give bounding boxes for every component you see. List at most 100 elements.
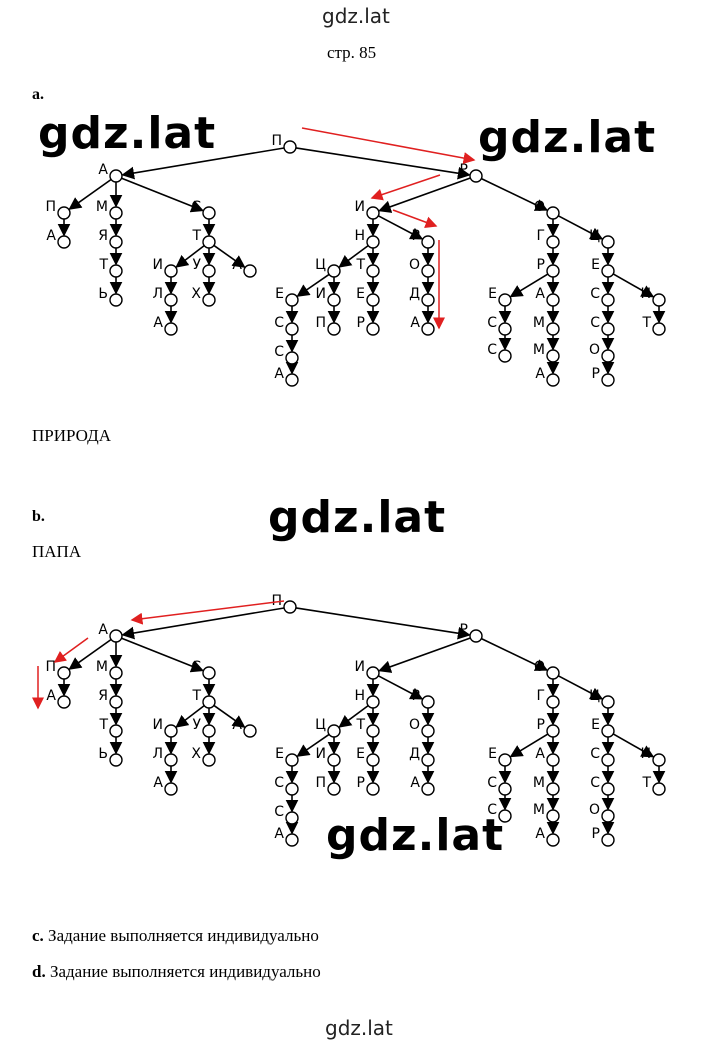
- tree-node: [366, 264, 380, 278]
- red-path-arrow: [301, 127, 476, 164]
- tree-edge: [557, 675, 604, 700]
- red-path-arrow: [130, 600, 285, 625]
- tree-node: [498, 322, 512, 336]
- tree-node: [469, 629, 483, 643]
- tree-node-letter: С: [487, 342, 497, 358]
- site-header[interactable]: gdz.lat: [322, 4, 390, 28]
- tree-node: [601, 833, 615, 847]
- tree-edge: [338, 244, 369, 268]
- tree-node: [421, 235, 435, 249]
- tree-node-letter: И: [153, 257, 163, 273]
- tree-node-letter: П: [45, 659, 56, 675]
- tree-node-letter: Р: [537, 257, 545, 273]
- tree-node: [421, 695, 435, 709]
- tree-node-letter: Р: [460, 162, 468, 178]
- section-a-answer: ПРИРОДА: [32, 426, 111, 445]
- tree-node: [652, 322, 666, 336]
- tree-node-letter: Р: [592, 366, 600, 382]
- tree-edge: [378, 177, 471, 213]
- tree-edge: [296, 273, 330, 297]
- tree-node-letter: О: [589, 342, 600, 358]
- tree-node-letter: О: [409, 257, 420, 273]
- tree-node: [546, 695, 560, 709]
- tree-node-letter: А: [410, 775, 420, 791]
- tree-node-letter: Н: [640, 286, 651, 302]
- tree-node-letter: С: [274, 775, 284, 791]
- tree-node-letter: М: [533, 802, 545, 818]
- tree-node-letter: Ц: [589, 688, 600, 704]
- tree-node-letter: С: [487, 315, 497, 331]
- section-b-label: b.: [32, 508, 45, 525]
- red-path-arrow: [53, 637, 89, 663]
- tree-node-letter: Е: [275, 286, 284, 302]
- site-footer[interactable]: gdz.lat: [325, 1016, 393, 1040]
- tree-node: [366, 666, 380, 680]
- tree-node-letter: А: [98, 162, 108, 178]
- tree-node: [366, 724, 380, 738]
- tree-node: [109, 753, 123, 767]
- tree-node: [285, 833, 299, 847]
- tree-node: [546, 206, 560, 220]
- watermark: gdz.lat: [478, 112, 657, 163]
- tree-node-letter: А: [410, 315, 420, 331]
- tree-edge: [378, 637, 471, 673]
- section-d-label: d.: [32, 962, 46, 981]
- tree-node-letter: А: [535, 746, 545, 762]
- tree-node: [601, 373, 615, 387]
- watermark: gdz.lat: [326, 810, 505, 861]
- tree-edge: [68, 638, 112, 670]
- tree-node-letter: Ь: [98, 746, 108, 762]
- tree-node-letter: Е: [488, 286, 497, 302]
- tree-node-letter: С: [191, 199, 201, 215]
- section-a-label: a.: [32, 86, 44, 103]
- tree-node-letter: И: [153, 717, 163, 733]
- tree-node-letter: А: [232, 717, 242, 733]
- tree-node: [366, 322, 380, 336]
- tree-node: [202, 235, 216, 249]
- section-c-text: Задание выполняется индивидуально: [48, 926, 319, 945]
- tree-node-letter: Х: [191, 286, 201, 302]
- tree-node-letter: А: [98, 622, 108, 638]
- tree-node: [164, 753, 178, 767]
- tree-node: [327, 782, 341, 796]
- tree-node-letter: С: [590, 775, 600, 791]
- tree-node: [243, 264, 257, 278]
- tree-edge: [213, 244, 246, 268]
- tree-node: [601, 695, 615, 709]
- tree-node-letter: Н: [354, 688, 365, 704]
- section-c: c. Задание выполняется индивидуально: [32, 926, 319, 946]
- tree-node: [57, 235, 71, 249]
- tree-node: [421, 782, 435, 796]
- tree-node: [202, 695, 216, 709]
- tree-node: [601, 235, 615, 249]
- tree-node: [285, 351, 299, 365]
- tree-node-letter: А: [46, 228, 56, 244]
- tree-node: [601, 264, 615, 278]
- tree-node: [421, 724, 435, 738]
- tree-node-letter: Т: [641, 315, 651, 331]
- tree-node: [164, 724, 178, 738]
- tree-node: [546, 782, 560, 796]
- tree-node: [366, 782, 380, 796]
- tree-edge: [68, 178, 112, 210]
- tree-node-letter: С: [274, 344, 284, 360]
- tree-node: [366, 293, 380, 307]
- tree-node-letter: Т: [641, 775, 651, 791]
- tree-node: [601, 724, 615, 738]
- tree-node: [202, 293, 216, 307]
- tree-node-letter: Е: [488, 746, 497, 762]
- section-c-label: c.: [32, 926, 44, 945]
- tree-node-letter: У: [192, 717, 201, 733]
- tree-node-letter: С: [590, 746, 600, 762]
- tree-node-letter: Е: [591, 717, 600, 733]
- tree-node: [164, 782, 178, 796]
- tree-node-letter: Р: [357, 775, 365, 791]
- tree-node-letter: О: [534, 659, 545, 675]
- tree-node-letter: П: [271, 593, 282, 609]
- tree-node-letter: А: [153, 775, 163, 791]
- tree-node-letter: С: [590, 286, 600, 302]
- tree-node-letter: А: [274, 826, 284, 842]
- tree-node: [202, 724, 216, 738]
- tree-node-letter: С: [274, 804, 284, 820]
- tree-node-letter: И: [316, 746, 326, 762]
